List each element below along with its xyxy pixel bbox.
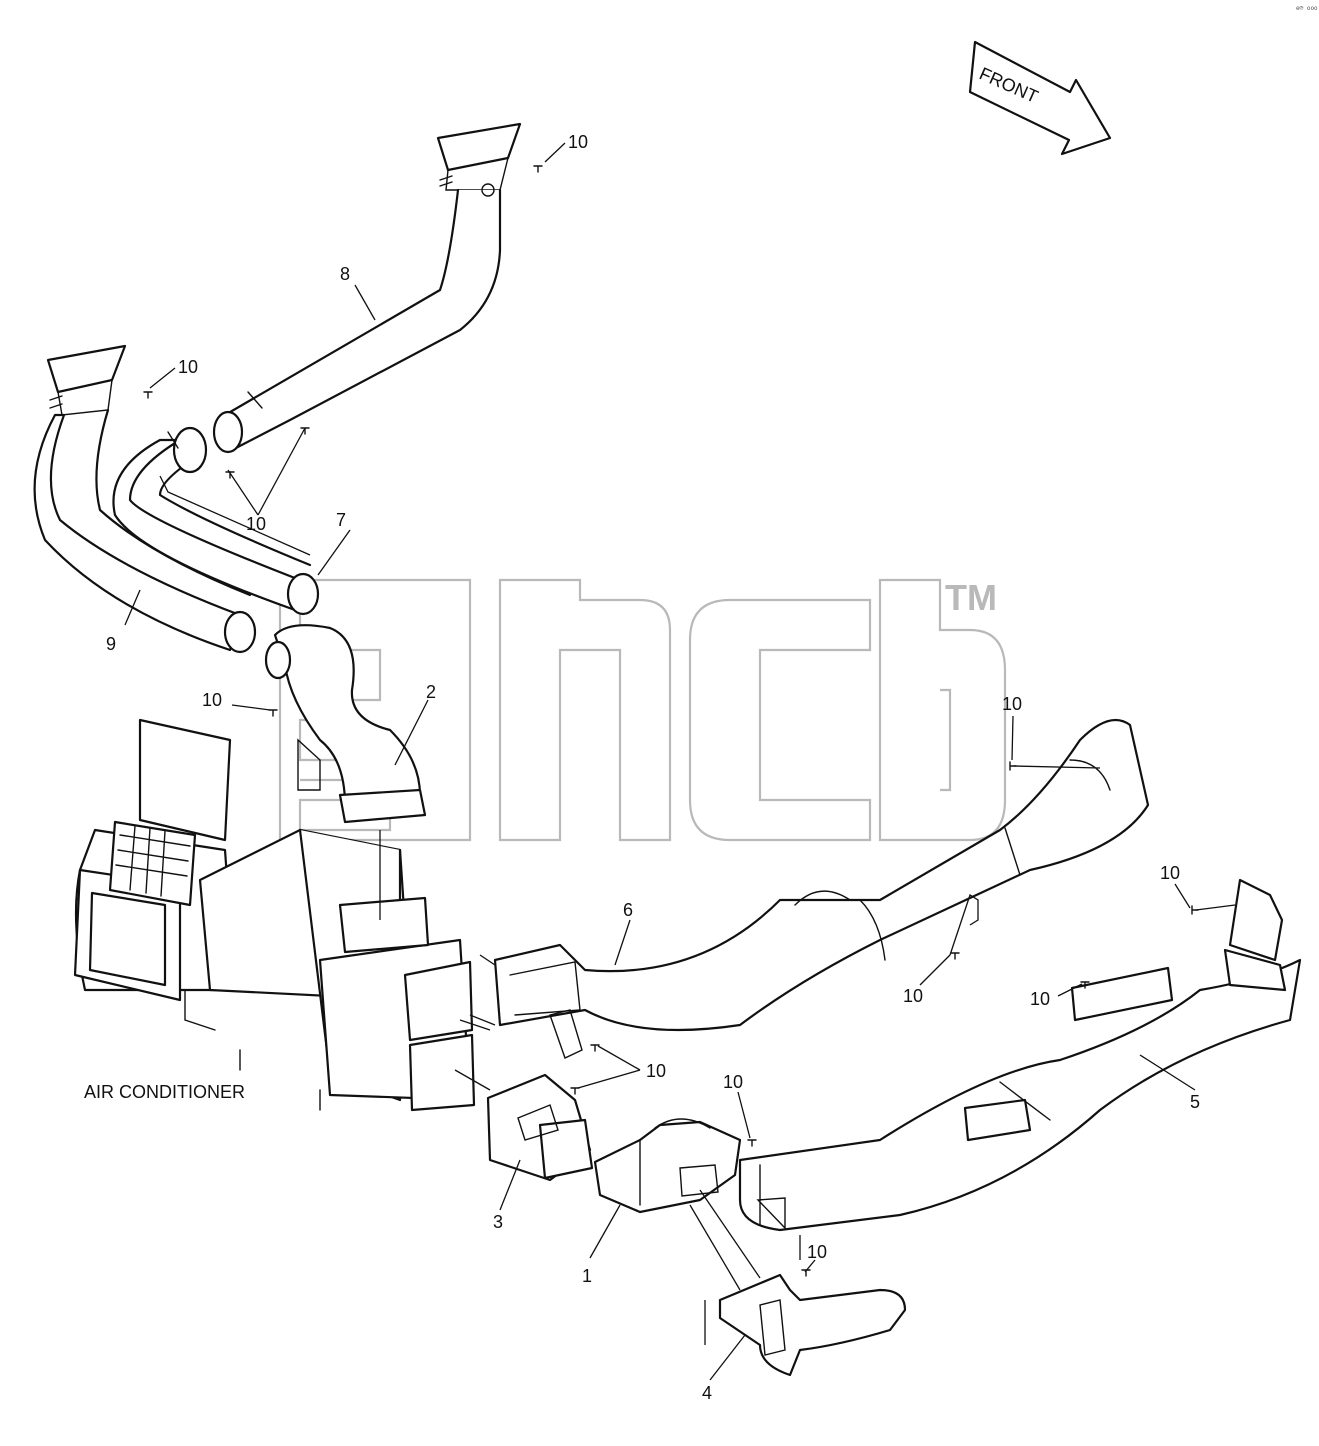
callout-part-7: 7 bbox=[336, 510, 346, 530]
air-conditioner-label: AIR CONDITIONER bbox=[84, 1082, 245, 1102]
callout-screw-left: 10 bbox=[178, 357, 198, 377]
duct-part-3 bbox=[486, 1073, 594, 1182]
duct-part-4 bbox=[718, 1273, 907, 1377]
front-arrow: FRONT bbox=[968, 40, 1112, 156]
duct-part-6 bbox=[493, 718, 1150, 1059]
screws bbox=[143, 165, 1199, 1277]
air-conditioner-unit bbox=[73, 718, 476, 1112]
callout-part-5: 5 bbox=[1190, 1092, 1200, 1112]
callout-screw-right6: 10 bbox=[1002, 694, 1022, 714]
leader-lines bbox=[124, 142, 1236, 1381]
callout-screw-duct2: 10 bbox=[202, 690, 222, 710]
connector-part-2 bbox=[264, 624, 427, 824]
trademark-symbol: TM bbox=[945, 577, 997, 618]
callout-part-9: 9 bbox=[106, 634, 116, 654]
duct-part-1 bbox=[593, 1118, 742, 1214]
callout-screw-bottom6: 10 bbox=[903, 986, 923, 1006]
callout-screw-part4: 10 bbox=[807, 1242, 827, 1262]
callout-screw-mid: 10 bbox=[246, 514, 266, 534]
callout-part-4: 4 bbox=[702, 1383, 712, 1403]
duct-part-5 bbox=[738, 878, 1302, 1232]
callout-part-2: 2 bbox=[426, 682, 436, 702]
callout-screw-part1: 10 bbox=[723, 1072, 743, 1092]
callout-labels: 10 8 10 10 7 9 10 2 10 6 10 10 10 10 5 1… bbox=[106, 132, 1200, 1403]
duct-part-8 bbox=[212, 122, 522, 454]
callout-screw-unit: 10 bbox=[646, 1061, 666, 1081]
callout-screw-top: 10 bbox=[568, 132, 588, 152]
callout-screw-right5a: 10 bbox=[1160, 863, 1180, 883]
callout-part-8: 8 bbox=[340, 264, 350, 284]
callout-screw-right5b: 10 bbox=[1030, 989, 1050, 1009]
callout-part-6: 6 bbox=[623, 900, 633, 920]
callout-part-1: 1 bbox=[582, 1266, 592, 1286]
watermark-logo: TM bbox=[278, 577, 1007, 842]
duct-part-7 bbox=[112, 426, 320, 616]
callout-part-3: 3 bbox=[493, 1212, 503, 1232]
corner-code: e℗ ooo bbox=[1296, 5, 1318, 12]
